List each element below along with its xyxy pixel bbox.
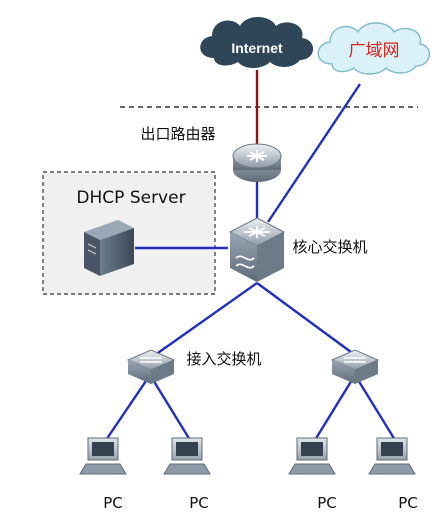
internet-cloud: Internet <box>200 17 314 68</box>
link-wan-core <box>267 83 361 223</box>
switch-arrows-icon <box>244 226 270 238</box>
wan-label: 广域网 <box>349 41 400 61</box>
switch-icon <box>344 357 366 363</box>
internet-label: Internet <box>231 40 283 56</box>
server-icon <box>100 228 134 276</box>
links <box>105 70 397 441</box>
switch-icon <box>140 357 162 363</box>
link-access-pc3 <box>313 374 357 441</box>
wan-cloud: 广域网 <box>317 22 430 75</box>
link-core-access-left <box>154 282 258 356</box>
pc-label: PC <box>103 494 123 512</box>
pc-label: PC <box>317 494 337 512</box>
access-switch-left <box>126 349 176 384</box>
link-access-pc1 <box>105 374 151 441</box>
link-access-pc4 <box>353 374 397 441</box>
pc-label: PC <box>398 494 418 512</box>
pc-label: PC <box>189 494 209 512</box>
core-switch-label: 核心交换机 <box>292 238 367 256</box>
pc-3: PC <box>288 437 337 512</box>
dhcp-server: DHCP Server <box>76 188 186 276</box>
pc-4: PC <box>368 437 418 512</box>
cloud-icon <box>200 17 314 68</box>
core-switch <box>228 217 286 282</box>
cloud-icon <box>317 22 430 75</box>
pc-1: PC <box>79 437 127 512</box>
link-access-pc2 <box>148 374 192 441</box>
dhcp-server-label: DHCP Server <box>76 188 185 208</box>
access-switch-right <box>330 349 380 384</box>
egress-router <box>232 143 282 182</box>
router-icon <box>247 150 267 162</box>
pc-2: PC <box>163 437 211 512</box>
access-switch-label: 接入交换机 <box>186 350 261 368</box>
link-core-access-right <box>256 282 356 356</box>
egress-router-label: 出口路由器 <box>140 125 215 143</box>
